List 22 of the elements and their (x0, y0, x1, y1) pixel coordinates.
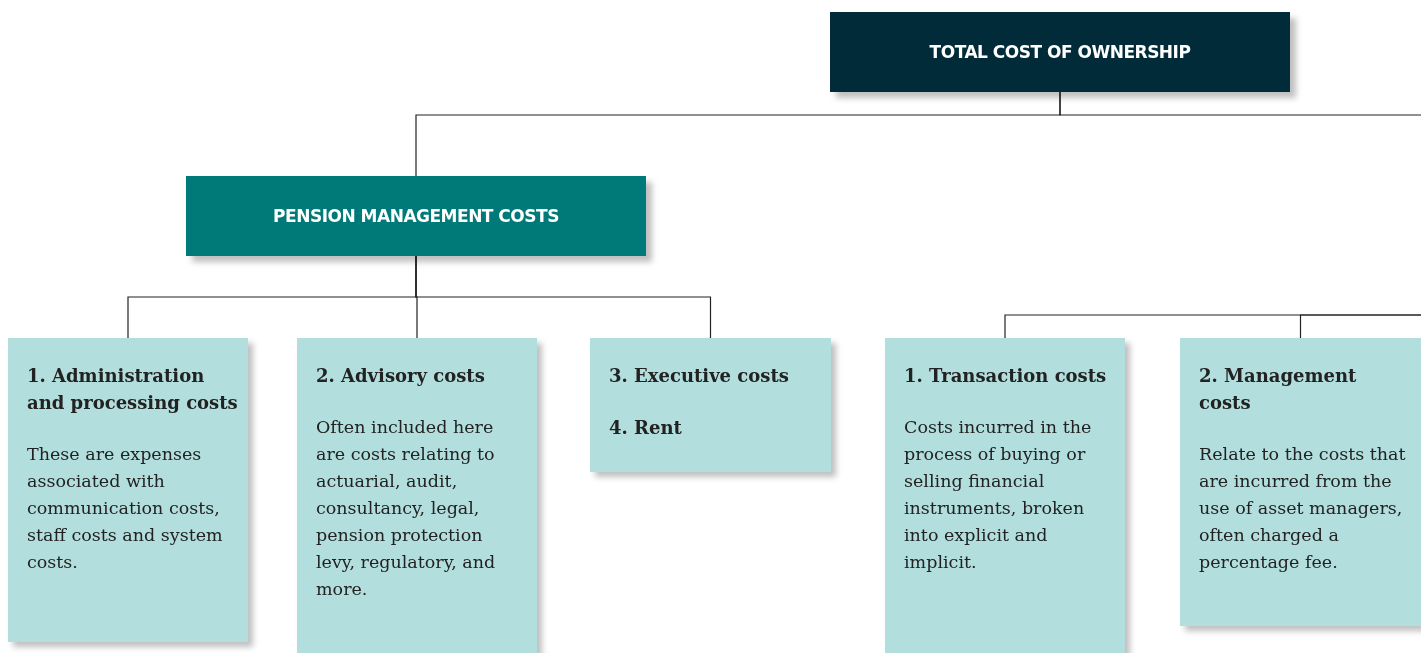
connector-line (1299, 314, 1421, 339)
text-card (1180, 338, 1421, 626)
card-heading: 1. Administration and processing costs (27, 364, 238, 415)
heading-text: TOTAL COST OF OWNERSHIP (929, 42, 1191, 62)
card-heading: 2. Advisory costs (316, 364, 486, 388)
card-description: Costs incurred in the process of buying or selling financial instruments, broken into explicit and implicit. (904, 416, 1093, 574)
card-description: Relate to the costs that are incurred from the use of asset managers, often charged a percentage fee. (1199, 443, 1407, 574)
heading-box (186, 176, 646, 256)
card-heading: 3. Executive costs (609, 364, 790, 388)
card-heading: 2. Management costs (1199, 364, 1358, 415)
card-heading: 1. Transaction costs (904, 364, 1108, 388)
text-card (885, 338, 1125, 653)
heading-box (830, 12, 1290, 92)
text-card (297, 338, 537, 653)
card-heading: 4. Rent (609, 416, 683, 440)
text-card (590, 338, 831, 472)
heading-text: PENSION MANAGEMENT COSTS (273, 206, 559, 226)
card-description: These are expenses associated with communication costs, staff costs and system costs. (27, 443, 224, 574)
text-card (8, 338, 248, 642)
card-description: Often included here are costs relating to actuarial, audit, consultancy, legal, pension protection levy, regulatory, and more. (316, 416, 497, 601)
connector-line (1059, 91, 1421, 116)
connector-line (415, 255, 712, 339)
